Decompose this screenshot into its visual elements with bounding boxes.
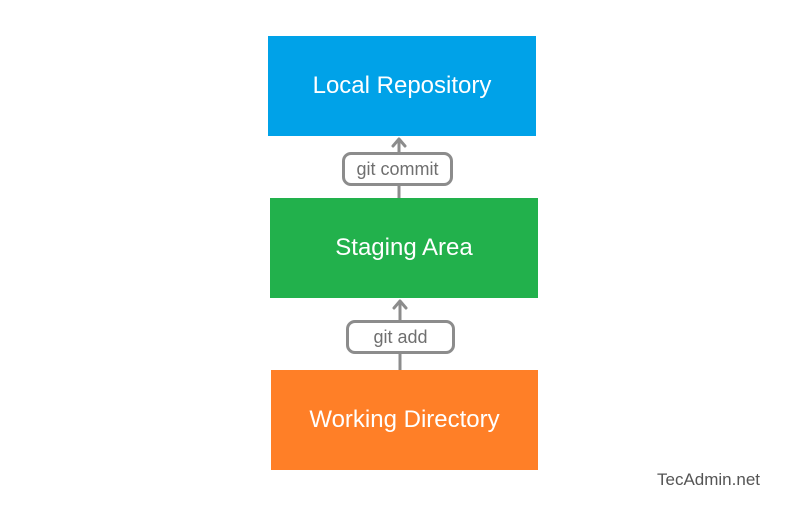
- working-directory-box: Working Directory: [271, 370, 538, 470]
- add-arrowhead: [392, 299, 408, 310]
- git-commit-label: git commit: [342, 152, 453, 186]
- working-directory-label: Working Directory: [309, 406, 500, 433]
- git-commit-text: git commit: [356, 158, 439, 179]
- watermark: TecAdmin.net: [657, 470, 760, 489]
- git-add-label: git add: [346, 320, 455, 354]
- staging-area-box: Staging Area: [270, 198, 538, 298]
- commit-arrowhead: [391, 137, 407, 148]
- staging-area-label: Staging Area: [335, 234, 473, 261]
- local-repository-label: Local Repository: [312, 72, 492, 99]
- local-repository-box: Local Repository: [268, 36, 536, 136]
- git-add-text: git add: [373, 326, 428, 347]
